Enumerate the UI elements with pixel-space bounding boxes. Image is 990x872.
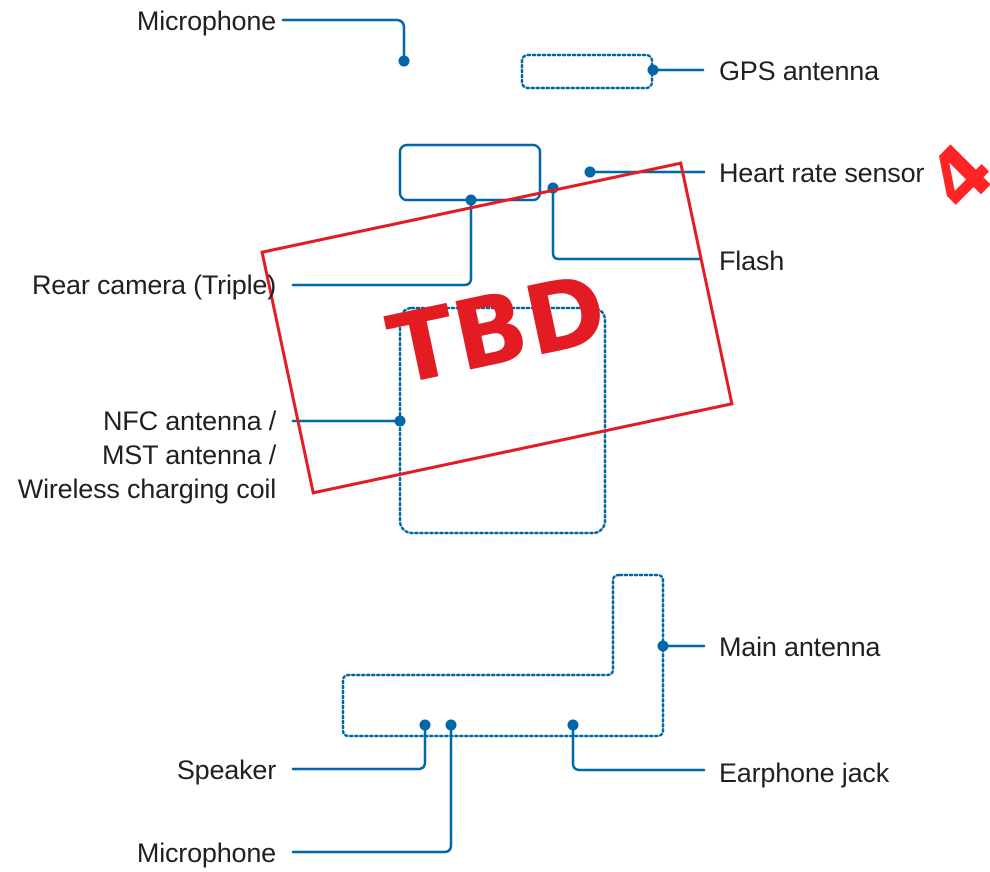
rear-camera-leader [291,198,473,287]
nfc-antenna-dot [394,415,406,427]
label-nfc-antenna: NFC antenna / MST antenna / Wireless cha… [17,406,276,504]
rear-camera-outline [398,143,542,202]
speaker-leader [291,723,427,771]
speaker-dot [419,719,431,731]
microphone-top-leader [281,18,406,63]
tbd-stamp-border [260,161,734,495]
label-speaker: Speaker [176,755,276,785]
earphone-jack-leader [571,723,706,772]
label-flash: Flash [719,246,785,276]
gps-antenna-dot [647,64,659,76]
rear-camera-dot [465,194,477,206]
label-rear-camera: Rear camera (Triple) [31,270,276,300]
earphone-jack-dot [567,719,579,731]
tbd-stamp: TBD [260,161,734,495]
heart-rate-dot [584,166,596,178]
microphone-bottom-leader [291,723,453,854]
flash-leader [551,186,702,261]
label-microphone-bottom: Microphone [136,838,276,868]
main-antenna-dot [657,640,669,652]
label-heart-rate-sensor: Heart rate sensor [719,158,925,188]
connection-dots [394,55,669,731]
tbd-stamp-text: TBD [379,252,616,407]
label-microphone-top: Microphone [136,6,276,36]
label-earphone-jack: Earphone jack [719,758,890,788]
microphone-top-dot [398,55,410,67]
microphone-bottom-dot [445,719,457,731]
label-gps-antenna: GPS antenna [719,56,879,86]
main-antenna-outline [341,573,665,738]
gps-antenna-outline [520,53,654,90]
label-main-antenna: Main antenna [719,632,881,662]
